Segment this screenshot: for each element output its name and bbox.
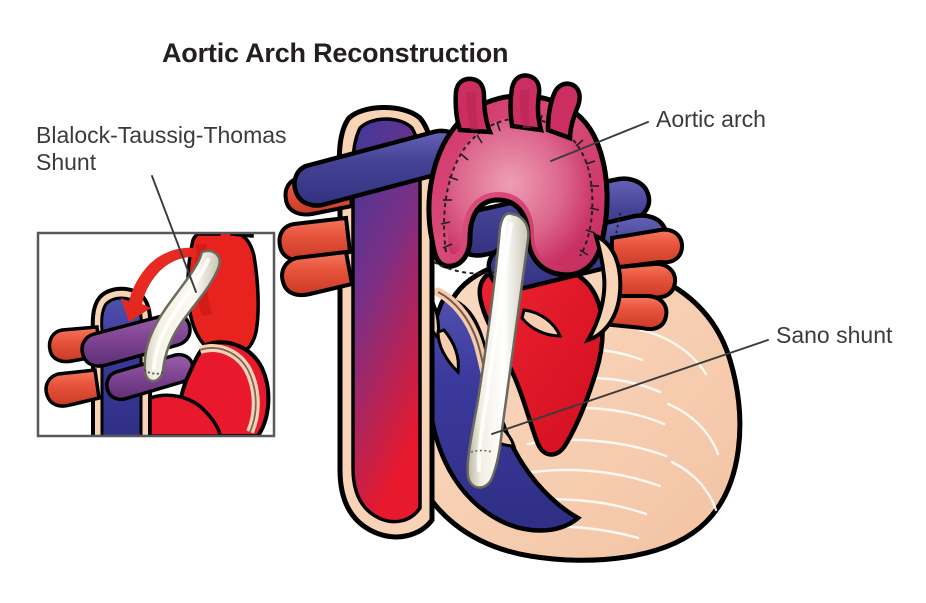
bt-shunt-anastomosis-suture: [143, 369, 165, 375]
inset-border: [36, 231, 276, 438]
inset-branch-vessel-left: [198, 233, 221, 236]
inset-branch-vessel-right: [230, 233, 254, 238]
page-title: Aortic Arch Reconstruction: [162, 38, 509, 68]
right-atrium-wall: [583, 232, 623, 344]
bt-shunt-conduit: [143, 249, 221, 383]
main-heart-illustration: [277, 73, 743, 563]
branch-vessel-shading: [466, 92, 479, 130]
leader-line-aortic-arch: [550, 121, 649, 162]
branch-vessel-shading-2: [519, 90, 531, 128]
arch-branch-vessel-far-right: [545, 81, 582, 142]
flow-arrow: [121, 247, 197, 322]
sano-shunt-distal-suture: [470, 449, 493, 453]
inset-left-vein-lower: [44, 368, 101, 408]
bt-shunt-highlight: [152, 258, 210, 370]
bt-shunt-inset-panel: [36, 231, 276, 438]
callout-label-bt-shunt: Blalock-Taussig-Thomas Shunt: [36, 122, 287, 176]
inset-heart-wall-outline: [199, 347, 257, 433]
callout-label-aortic-arch: Aortic arch: [656, 106, 766, 132]
sano-shunt-highlight: [476, 222, 513, 472]
leader-line-bt-shunt: [151, 175, 197, 293]
arch-lower-suture: [433, 261, 497, 275]
callout-leader-lines: [151, 121, 769, 435]
callout-label-sano-shunt: Sano shunt: [776, 322, 893, 348]
arch-lumen-highlight: [446, 117, 589, 266]
leader-line-sano-shunt: [491, 339, 769, 435]
